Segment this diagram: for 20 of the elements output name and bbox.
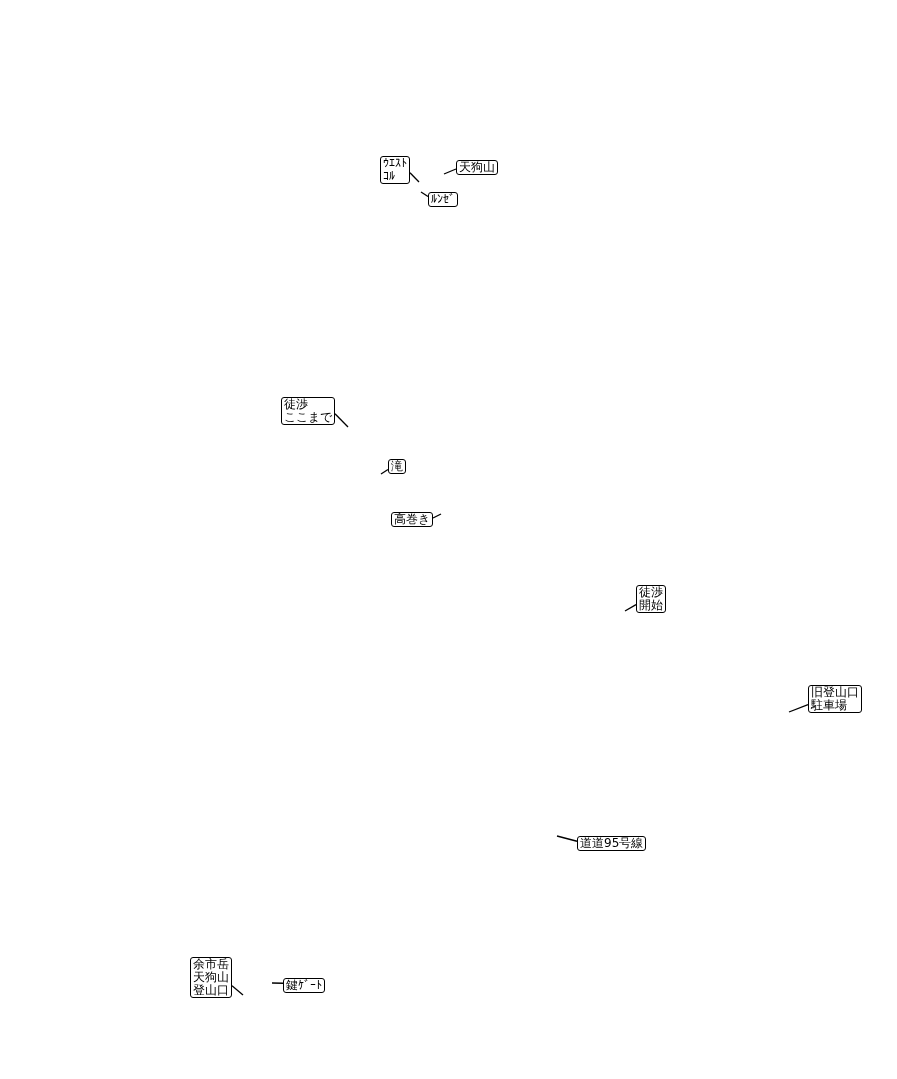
callout-label: 徒渉開始 <box>636 585 666 613</box>
callout-label: 滝 <box>388 459 406 474</box>
leader-line <box>420 191 429 198</box>
leader-line <box>443 168 457 175</box>
callout-label: 高巻き <box>391 512 433 527</box>
leader-line <box>380 468 389 475</box>
callout-label: ﾙﾝｾﾞ <box>428 192 458 207</box>
callout-label: 道道95号線 <box>577 836 647 851</box>
callout-label: 余市岳天狗山登山口 <box>190 957 232 998</box>
leader-line <box>624 603 637 612</box>
leader-line <box>334 413 349 428</box>
callout-label: 旧登山口駐車場 <box>808 685 862 713</box>
leader-line <box>231 985 244 996</box>
leader-line <box>271 982 284 984</box>
callout-label: ｳｴｽﾄｺﾙ <box>380 156 410 184</box>
callout-label: 天狗山 <box>456 160 498 175</box>
leader-line <box>788 703 809 713</box>
callout-label: 鍵ｹﾞｰﾄ <box>283 978 325 993</box>
leader-line <box>556 835 578 842</box>
callout-label: 徒渉ここまで <box>281 397 335 425</box>
